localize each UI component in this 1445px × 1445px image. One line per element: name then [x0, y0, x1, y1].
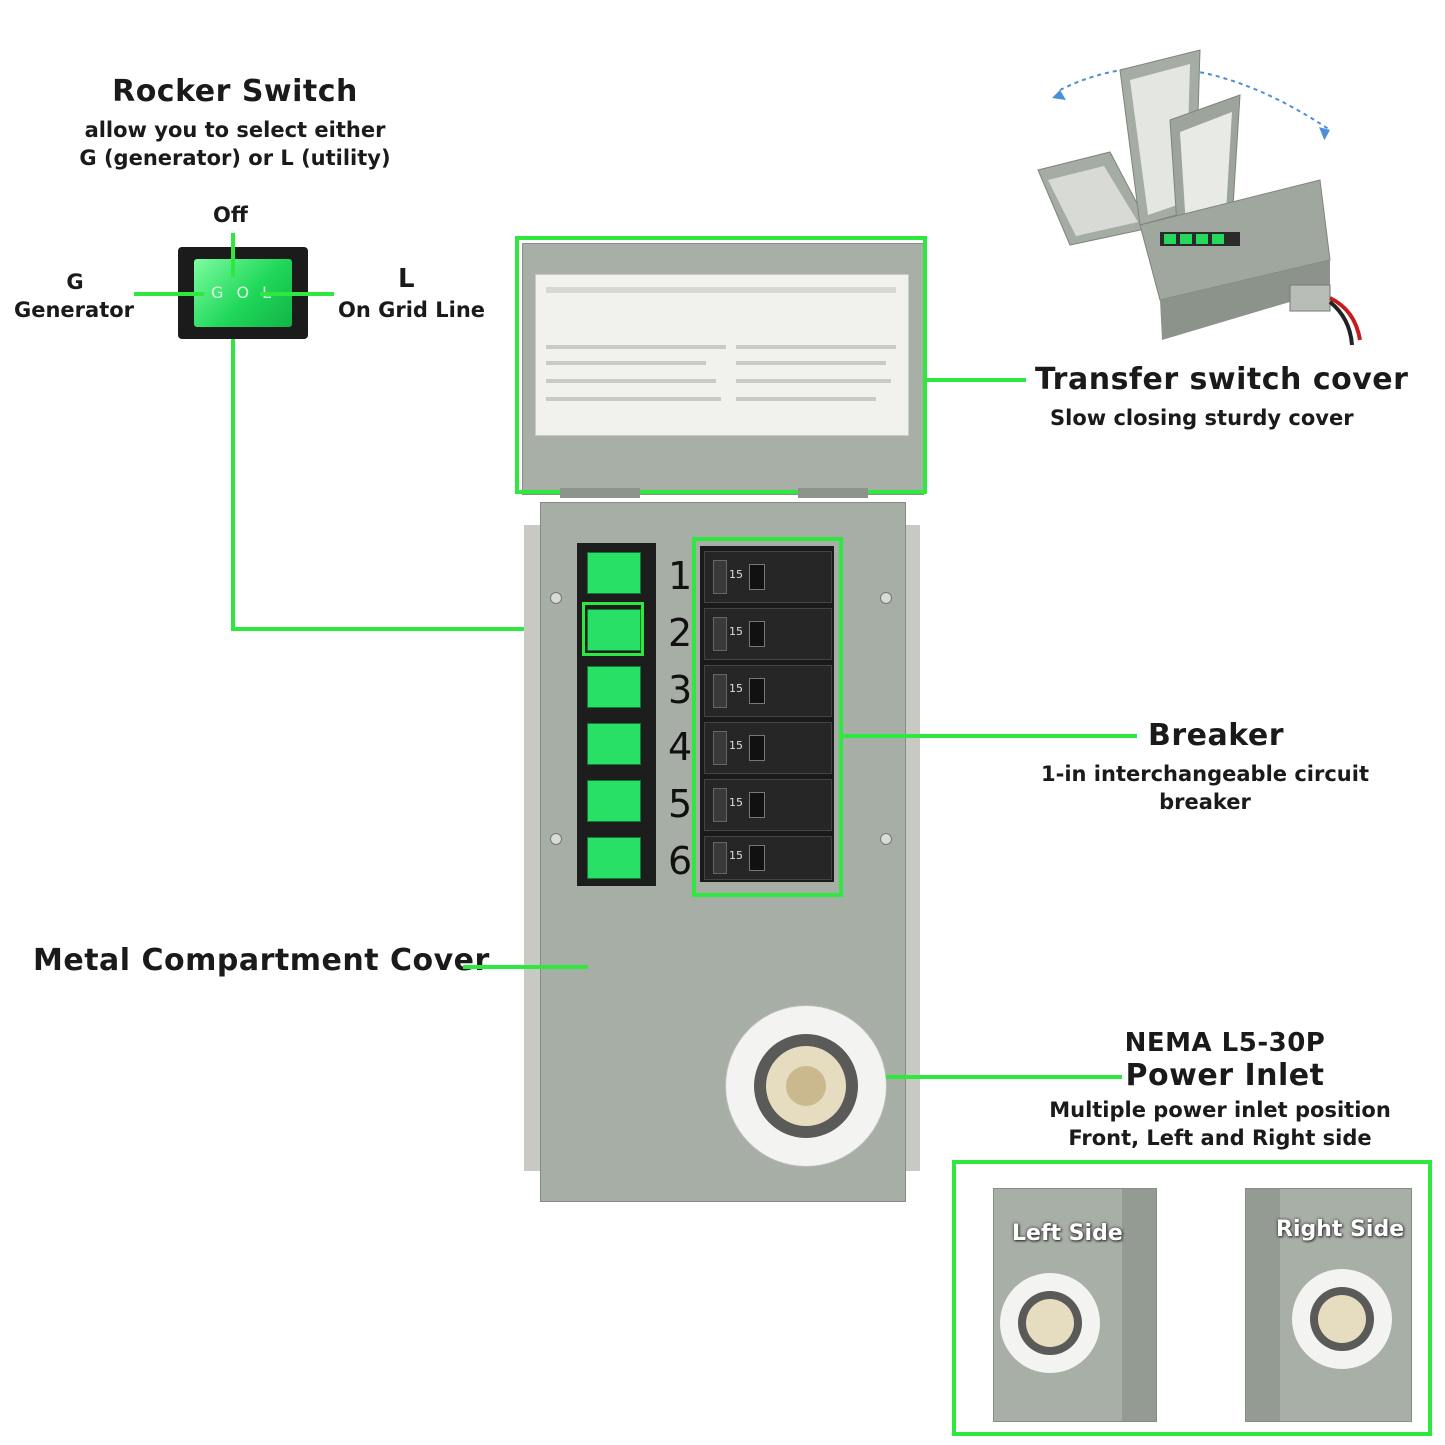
- inlet-desc-line1: Multiple power inlet position: [1049, 1098, 1391, 1122]
- circuit-number-2: 2: [668, 611, 693, 655]
- open-enclosure-thumbnail: [1037, 49, 1362, 346]
- rocker-switch-3[interactable]: [587, 666, 641, 708]
- inlet-desc-line2: Front, Left and Right side: [1068, 1126, 1372, 1150]
- left-side-view: Left Side: [993, 1188, 1157, 1422]
- breaker-3[interactable]: 15: [704, 665, 832, 717]
- breaker-5[interactable]: 15: [704, 779, 832, 831]
- right-side-label: Right Side: [1276, 1217, 1405, 1242]
- circuit-number-5: 5: [668, 782, 693, 826]
- compartment-title: Metal Compartment Cover: [33, 943, 490, 978]
- rocker-switch-title: Rocker Switch: [112, 74, 358, 109]
- breaker-title: Breaker: [1148, 718, 1285, 753]
- rocker-switch-1[interactable]: [587, 552, 641, 594]
- rocker-switch-desc-line1: allow you to select either: [84, 118, 386, 142]
- cover-highlight-box: [515, 236, 927, 494]
- rocker-l-name: On Grid Line: [338, 298, 486, 322]
- inlet-model: NEMA L5-30P: [1124, 1028, 1326, 1058]
- rocker-switch-2-highlight: [582, 602, 644, 656]
- right-side-view: Right Side: [1245, 1188, 1412, 1422]
- left-side-label: Left Side: [1012, 1221, 1123, 1246]
- rocker-switch-column: [577, 543, 656, 886]
- breaker-1[interactable]: 15: [704, 551, 832, 603]
- cover-title: Transfer switch cover: [1035, 362, 1409, 397]
- breaker-6[interactable]: 15: [704, 836, 832, 880]
- rocker-off-label: Off: [213, 203, 248, 227]
- inlet-title: Power Inlet: [1125, 1058, 1325, 1093]
- breaker-desc-line2: breaker: [1159, 790, 1251, 814]
- breaker-4[interactable]: 15: [704, 722, 832, 774]
- rocker-g-name: Generator: [14, 298, 135, 322]
- circuit-number-4: 4: [668, 725, 693, 769]
- cover-desc: Slow closing sturdy cover: [1050, 406, 1354, 430]
- circuit-number-6: 6: [668, 839, 693, 883]
- rocker-switch-4[interactable]: [587, 723, 641, 765]
- circuit-number-3: 3: [668, 668, 693, 712]
- circuit-number-1: 1: [668, 554, 693, 598]
- power-inlet-front: [725, 1005, 887, 1167]
- rocker-switch-6[interactable]: [587, 837, 641, 879]
- rocker-switch-markings: G O L: [210, 283, 276, 302]
- breaker-2[interactable]: 15: [704, 608, 832, 660]
- breaker-highlight-box: [692, 537, 843, 897]
- rocker-switch-5[interactable]: [587, 780, 641, 822]
- rocker-l-letter: L: [398, 264, 416, 294]
- rocker-switch-2[interactable]: [587, 609, 641, 651]
- rocker-switch-desc-line2: G (generator) or L (utility): [79, 146, 391, 170]
- lid-label-sheet: [535, 274, 909, 436]
- breaker-desc-line1: 1-in interchangeable circuit: [1041, 762, 1369, 786]
- enclosure-lid: [522, 243, 924, 495]
- rocker-g-letter: G: [66, 270, 84, 294]
- side-views-box: [952, 1160, 1432, 1436]
